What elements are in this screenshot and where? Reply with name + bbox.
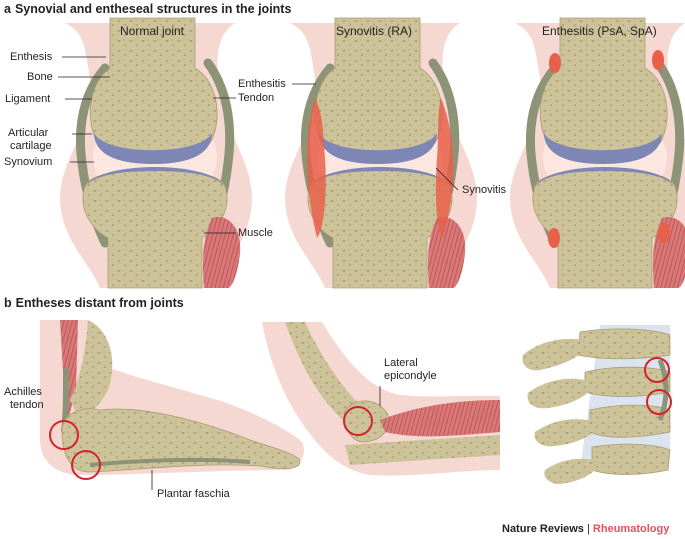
credit-journal: Nature Reviews [502,523,584,535]
label-achilles-tendon: tendon [10,399,44,411]
enthesitis-joint-graphic [510,18,685,288]
journal-credit: Nature Reviews | Rheumatology [502,523,669,535]
joint-title-ra: Synovitis (RA) [336,24,413,38]
label-achilles: Achilles [4,386,42,398]
label-synovitis: Synovitis [462,184,507,196]
elbow-graphic [262,322,500,476]
credit-separator: | [587,523,590,535]
label-bone: Bone [27,71,53,83]
label-synovium: Synovium [4,156,53,168]
label-tendon: Tendon [238,92,275,104]
leader-lines-a [58,56,459,234]
joint-title-normal: Normal joint [120,24,185,38]
joint-title-psa: Enthesitis (PsA, SpA) [542,24,657,38]
label-epicondyle: epicondyle [384,370,437,382]
credit-subject: Rheumatology [592,523,670,535]
label-muscle: Muscle [238,227,273,239]
panel-b-title: Entheses distant from joints [15,296,184,310]
leader-lines-b [151,386,381,490]
panel-a-letter: a [4,2,11,16]
foot-graphic [40,320,305,480]
spine-graphic [522,325,672,484]
normal-joint-graphic [60,18,252,288]
label-enthesis: Enthesis [10,51,53,63]
label-articular: Articular [8,127,49,139]
panel-b-letter: b [4,296,12,310]
synovitis-joint-graphic [285,18,477,288]
label-ligament: Ligament [5,93,51,105]
panel-a-title: Synovial and entheseal structures in the… [14,2,292,16]
label-cartilage: cartilage [10,140,52,152]
label-lateral: Lateral [384,357,418,369]
label-enthesitis: Enthesitis [238,78,286,90]
label-plantar-fascia: Plantar faschia [157,488,230,500]
